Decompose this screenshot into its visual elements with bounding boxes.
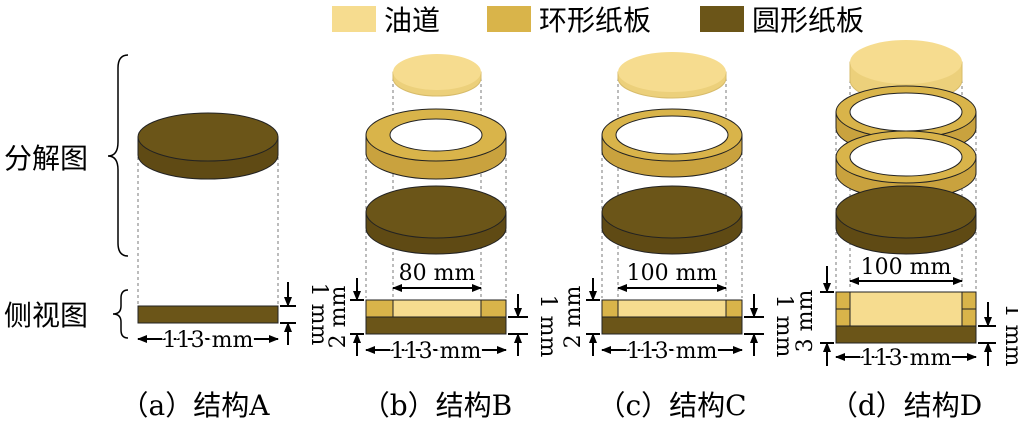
total-label-b: 2 mm (326, 286, 351, 349)
total-label-c: 2 mm (561, 286, 586, 349)
inner-label-c: 100 mm (627, 261, 718, 286)
side-view-d (835, 291, 977, 344)
side-view-c (601, 299, 743, 335)
oil-channel-b (392, 54, 482, 97)
ring-board-b (365, 108, 507, 180)
caption-b: （b）结构B (362, 389, 513, 422)
side-view-b (365, 299, 507, 335)
thick-label-a: 1 mm (306, 283, 331, 346)
legend-swatch-ring-board (487, 6, 531, 32)
row-label-exploded: 分解图 (4, 142, 88, 175)
side-disc-a (137, 305, 279, 324)
thick-label-b: 1 mm (535, 295, 560, 358)
width-label-c: 113 mm (627, 339, 718, 364)
structure-a: 113 mm 1 mm （a）结构A (121, 112, 331, 422)
width-label-d: 113 mm (861, 346, 952, 371)
structure-b: 80 mm 113 mm 2 mm 1 mm （b）结构B (326, 54, 560, 422)
disc-board-a (137, 112, 279, 180)
ring-board-d-lower (835, 130, 977, 200)
brace-exploded (107, 54, 129, 257)
width-label-b: 113 mm (391, 339, 482, 364)
disc-board-c (601, 185, 743, 255)
oil-channel-c (617, 52, 727, 99)
total-label-d: 3 mm (793, 290, 818, 353)
legend-label-disc-board: 圆形纸板 (752, 4, 864, 37)
caption-a: （a）结构A (121, 389, 271, 422)
inner-label-d: 100 mm (861, 255, 952, 280)
caption-d: （d）结构D (830, 389, 982, 422)
legend: 油道 环形纸板 圆形纸板 (332, 4, 864, 37)
caption-c: （c）结构C (597, 389, 746, 422)
legend-swatch-disc-board (700, 6, 744, 32)
structure-c: 100 mm 113 mm 2 mm 1 mm （c）结构C (561, 52, 796, 422)
disc-board-b (365, 185, 507, 255)
ring-board-c (601, 108, 743, 178)
legend-label-ring-board: 环形纸板 (539, 4, 651, 37)
brace-side (112, 289, 129, 339)
row-label-side: 侧视图 (4, 299, 88, 332)
disc-board-d (835, 185, 977, 255)
structure-d: 100 mm 113 mm 3 mm 1 mm （d）结构D (793, 40, 1018, 422)
legend-label-oil-channel: 油道 (384, 4, 440, 37)
legend-swatch-oil-channel (332, 6, 376, 32)
thick-label-d: 1 mm (1000, 304, 1018, 367)
thick-label-c: 1 mm (771, 295, 796, 358)
width-label-a: 113 mm (163, 328, 254, 353)
inner-label-b: 80 mm (399, 261, 476, 286)
